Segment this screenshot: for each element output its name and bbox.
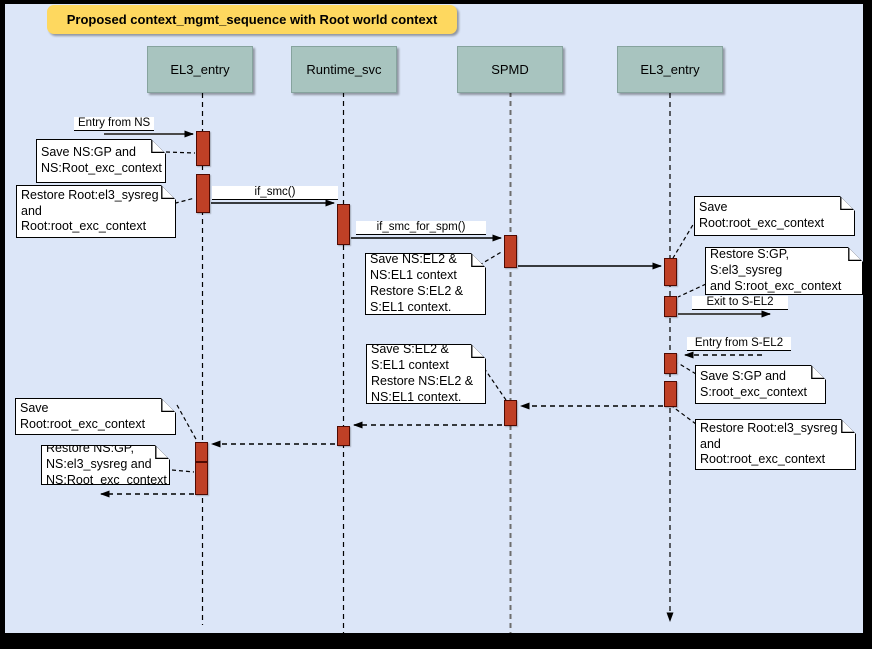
message-label-if-smc: if_smc() <box>212 186 338 200</box>
actor-spmd: SPMD <box>457 46 563 93</box>
activation-bar <box>664 258 677 286</box>
note-save-root-exc-left: Save Root:root_exc_context <box>15 398 176 435</box>
activation-bar <box>196 174 210 213</box>
activation-bar <box>196 131 210 166</box>
diagram-title: Proposed context_mgmt_sequence with Root… <box>47 5 457 34</box>
note-restore-ns-gp: Restore NS:GP, NS:el3_sysreg and NS:Root… <box>41 445 170 485</box>
activation-bar <box>337 426 350 446</box>
note-restore-root-sysreg-top: Restore Root:el3_sysreg and Root:root_ex… <box>16 185 176 238</box>
note-text: Save S:GP and S:root_exc_context <box>700 368 808 399</box>
activation-bar <box>337 204 350 245</box>
note-save-ns-gp: Save NS:GP and NS:Root_exc_context <box>36 139 166 183</box>
note-save-s-el2: Save S:EL2 & S:EL1 context Restore NS:EL… <box>366 344 486 404</box>
activation-bar <box>195 462 208 495</box>
activation-bar <box>195 442 208 462</box>
activation-bar <box>664 353 677 374</box>
note-restore-root-sysreg-bottom: Restore Root:el3_sysreg and Root:root_ex… <box>695 419 856 470</box>
actor-el3-entry-left: EL3_entry <box>147 46 253 93</box>
activation-bar <box>664 296 677 317</box>
message-label-if-smc-for-spm: if_smc_for_spm() <box>356 221 486 235</box>
note-text: Restore S:GP, S:el3_sysreg and S:root_ex… <box>710 247 842 293</box>
message-label-entry-from-ns: Entry from NS <box>74 117 155 131</box>
note-text: Save Root:root_exc_context <box>699 200 825 230</box>
note-text: Save NS:EL2 & NS:EL1 context Restore S:E… <box>370 252 464 314</box>
actor-el3-entry-right: EL3_entry <box>617 46 723 93</box>
note-text: Restore NS:GP, NS:el3_sysreg and NS:Root… <box>46 441 167 487</box>
note-text: Save Root:root_exc_context <box>20 400 146 431</box>
note-restore-s-gp: Restore S:GP, S:el3_sysreg and S:root_ex… <box>705 247 863 295</box>
actor-runtime-svc: Runtime_svc <box>291 46 397 93</box>
activation-bar <box>664 381 677 407</box>
note-text: Restore Root:el3_sysreg and Root:root_ex… <box>700 420 838 467</box>
message-label-exit-to-sel2: Exit to S-EL2 <box>692 296 788 310</box>
note-text: Save NS:GP and NS:Root_exc_context <box>41 145 162 175</box>
note-text: Save S:EL2 & S:EL1 context Restore NS:EL… <box>371 342 474 404</box>
activation-bar <box>504 400 517 426</box>
note-text: Restore Root:el3_sysreg and Root:root_ex… <box>21 187 159 234</box>
diagram-canvas <box>5 4 863 633</box>
note-save-ns-el2: Save NS:EL2 & NS:EL1 context Restore S:E… <box>365 253 486 315</box>
note-save-root-exc-right: Save Root:root_exc_context <box>694 196 855 236</box>
message-label-entry-from-sel2: Entry from S-EL2 <box>687 337 791 351</box>
activation-bar <box>504 235 517 268</box>
note-save-s-gp: Save S:GP and S:root_exc_context <box>695 365 826 404</box>
